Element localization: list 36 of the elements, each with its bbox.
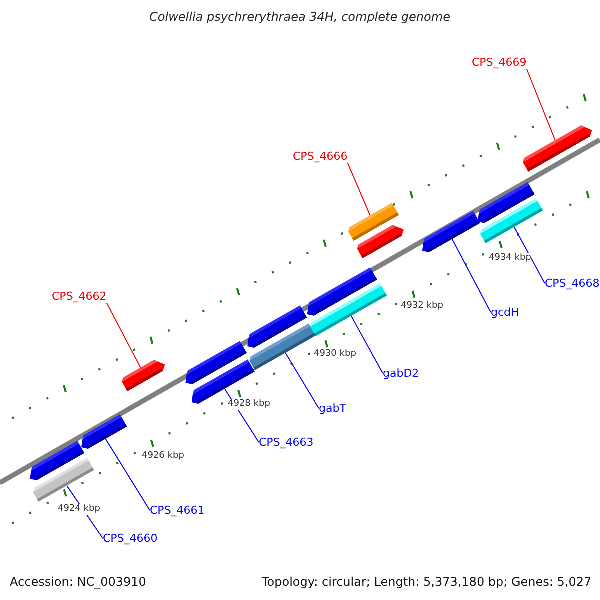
gene-label: CPS_4668: [545, 277, 600, 290]
gene-label: CPS_4661: [150, 504, 205, 517]
gene-label: gcdH: [491, 306, 520, 319]
gene-label: CPS_4660: [103, 532, 158, 545]
leader-line: [526, 68, 556, 142]
title: Colwellia psychrerythraea 34H, complete genome: [148, 10, 452, 24]
gene-label: CPS_4663: [259, 436, 314, 449]
position-label: 4934 kbp: [489, 253, 532, 264]
leader-line: [106, 302, 142, 370]
gene-block: [122, 360, 166, 392]
gene-block: [82, 414, 128, 449]
gene-label: gabD2: [383, 367, 420, 380]
leader-line: [350, 314, 384, 374]
leader-line: [284, 351, 320, 409]
gene-block: [523, 126, 592, 172]
position-label: 4926 kbp: [142, 451, 184, 462]
gene-label: CPS_4669: [472, 56, 527, 69]
gene-label: CPS_4662: [52, 290, 107, 303]
gene-label: gabT: [319, 402, 346, 415]
leader-line: [451, 237, 492, 313]
gene-block: [33, 458, 94, 502]
leader-line: [104, 437, 150, 511]
leader-line: [513, 225, 546, 284]
info-text: Accession: NC_003910: [10, 575, 146, 589]
position-label: 4930 kbp: [314, 349, 356, 360]
gene-block: [250, 324, 316, 370]
position-label: 4932 kbp: [401, 301, 444, 312]
gene-block: [422, 211, 480, 252]
gene-label: CPS_4666: [293, 150, 348, 163]
position-label: 4928 kbp: [228, 399, 270, 410]
position-label: 4924 kbp: [58, 504, 100, 515]
gene-block: [480, 198, 544, 244]
leader-line: [347, 162, 372, 218]
gene-block: [310, 284, 388, 336]
gene-block: [357, 225, 404, 258]
info-text: Topology: circular; Length: 5,373,180 bp; Genes: 5,027: [262, 575, 592, 589]
